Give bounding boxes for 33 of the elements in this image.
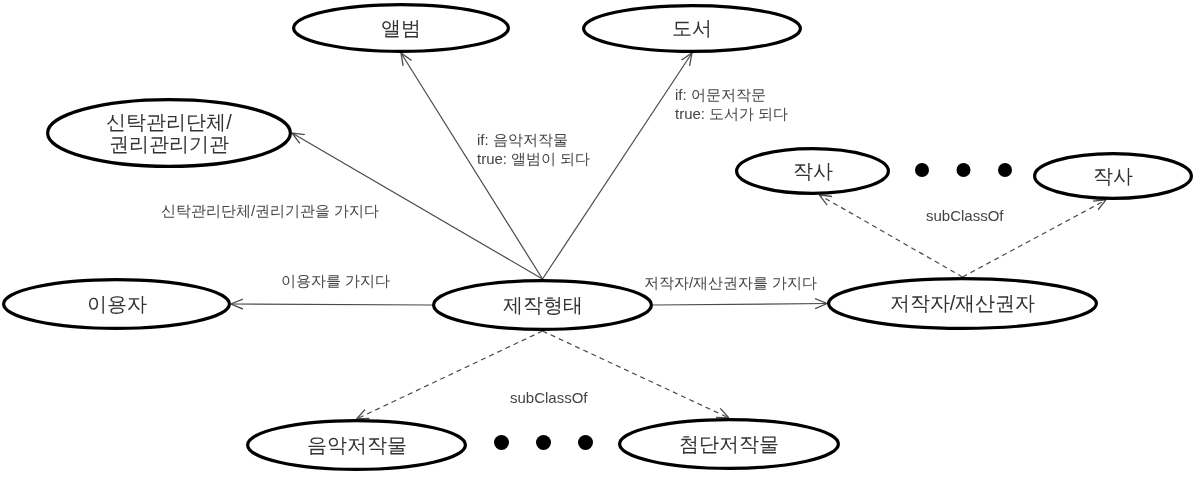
class-ellipse [1033,152,1193,200]
relation-label: subClassOf [510,389,588,407]
class-ellipse [2,278,231,330]
node-label: 작사 [792,159,833,183]
arrow [230,298,433,310]
dashed-arrow [961,199,1107,278]
arrow [541,52,693,280]
relation-label: subClassOf [926,207,1004,225]
edge-label: 신탁관리단체/권리기관을 가지다 [160,202,381,221]
arrow [291,132,544,280]
dashed-arrow [818,194,964,278]
arrow [400,52,544,280]
class-ellipse [735,147,890,195]
node-label: 앨범 [381,16,421,40]
node-label: 제작형태 [502,293,583,317]
node-label: 첨단저작물 [679,432,779,456]
class-ellipse [582,4,802,53]
node-label: 음악저작물 [306,433,407,457]
arrow [652,297,828,310]
node-label: 신탁관리단체/ 권리관리기관 [105,110,233,156]
class-ellipse [46,98,292,168]
edge-label: 이용자를 가지다 [280,272,392,291]
node-label: 이용자 [86,292,147,316]
node-label: 도서 [672,17,712,40]
node-label: 저작자/재산권자 [889,292,1036,315]
class-ellipse [827,277,1098,330]
class-ellipse [618,418,840,470]
node-label: 작사 [1093,164,1133,188]
class-ellipse [292,3,510,53]
class-ellipse [246,419,467,471]
edge-label: 저작자/재산권자를 가지다 [643,274,819,293]
dashed-arrow [355,330,544,420]
dashed-arrow [541,330,730,419]
